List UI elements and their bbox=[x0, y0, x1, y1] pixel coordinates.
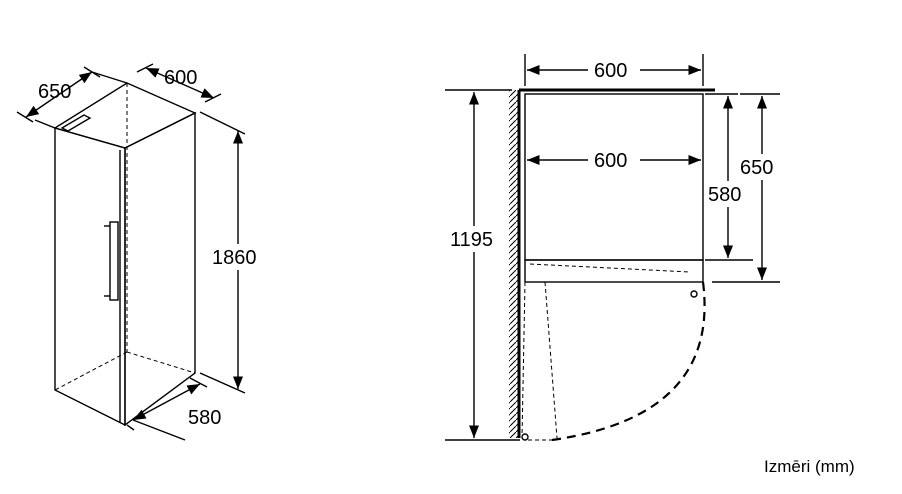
plan-depth-650-label: 650 bbox=[740, 157, 773, 179]
plan-door-open bbox=[521, 281, 706, 442]
iso-depth-label: 650 bbox=[38, 81, 71, 103]
plan-top-width-dimension: 600 bbox=[524, 54, 704, 86]
plan-door bbox=[524, 259, 704, 298]
iso-height-dimension: 1860 bbox=[199, 111, 264, 394]
iso-depth-dimension: 650 bbox=[16, 66, 128, 129]
plan-height-dimension: 1195 bbox=[445, 89, 520, 441]
door-handle bbox=[104, 221, 119, 301]
plan-height-label: 1195 bbox=[450, 229, 493, 251]
units-caption: Izmēri (mm) bbox=[764, 457, 855, 476]
iso-width-label: 600 bbox=[164, 67, 197, 89]
iso-height-label: 1860 bbox=[212, 247, 257, 269]
plan-view: 600 600 1195 580 bbox=[445, 54, 782, 442]
isometric-view: 650 600 1860 580 bbox=[16, 63, 264, 441]
plan-depth-650-dimension: 650 bbox=[712, 93, 782, 283]
plan-depth-580-label: 580 bbox=[708, 184, 741, 206]
wall-hatching bbox=[509, 88, 715, 438]
plan-inner-width-dimension: 600 bbox=[527, 147, 701, 173]
cabinet-outline bbox=[53, 82, 197, 427]
iso-bottom-depth-dimension: 580 bbox=[126, 377, 221, 441]
plan-cabinet-body bbox=[524, 93, 704, 261]
plan-inner-width-label: 600 bbox=[594, 150, 627, 172]
plan-depth-580-dimension: 580 bbox=[705, 93, 753, 261]
plan-top-width-label: 600 bbox=[594, 60, 627, 82]
iso-width-dimension: 600 bbox=[136, 63, 222, 103]
iso-bottom-depth-label: 580 bbox=[188, 407, 221, 429]
